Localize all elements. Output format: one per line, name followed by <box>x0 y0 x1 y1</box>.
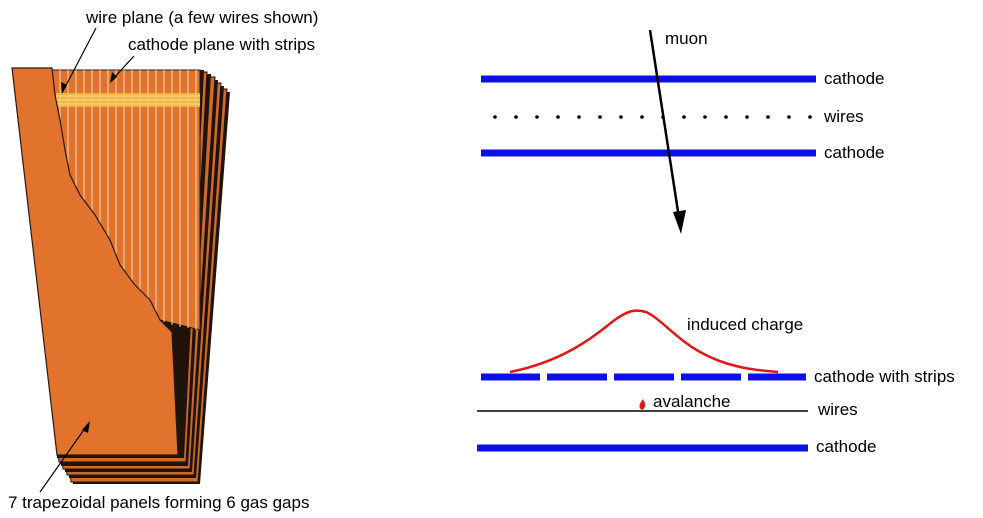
cathode-strips-label: cathode with strips <box>814 367 955 386</box>
muon-label: muon <box>665 29 708 48</box>
avalanche-drop-icon <box>639 399 646 410</box>
muon-track <box>648 29 681 219</box>
arrowhead-icon <box>110 72 117 83</box>
cathode-label-bottom: cathode <box>816 437 877 456</box>
wire-dots <box>493 115 812 119</box>
wires-label: wires <box>823 107 864 126</box>
cathode-top-label: cathode <box>824 69 885 88</box>
induced-charge-label: induced charge <box>687 315 803 334</box>
panels-label: 7 trapezoidal panels forming 6 gas gaps <box>8 493 309 512</box>
arrowhead-icon <box>82 421 90 433</box>
wire-plane-pointer <box>61 27 97 94</box>
panel-stack <box>11 67 230 484</box>
avalanche-label: avalanche <box>653 392 731 411</box>
induced-charge-curve <box>509 309 779 374</box>
wire-plane-label: wire plane (a few wires shown) <box>85 8 318 27</box>
wires-label-bottom: wires <box>817 400 858 419</box>
arrowhead-icon <box>673 210 686 234</box>
cathode-bottom-label: cathode <box>824 143 885 162</box>
left-annotations: wire plane (a few wires shown) cathode p… <box>8 8 318 512</box>
muon-crossing-diagram: muon cathode wires cathode <box>481 29 885 234</box>
induced-charge-diagram: induced charge cathode with strips avala… <box>477 309 955 456</box>
cathode-plane-region <box>51 69 201 331</box>
front-panel <box>11 67 179 456</box>
panels-pointer <box>39 423 89 493</box>
arrowhead-icon <box>61 82 67 93</box>
cathode-plane-label: cathode plane with strips <box>128 35 315 54</box>
